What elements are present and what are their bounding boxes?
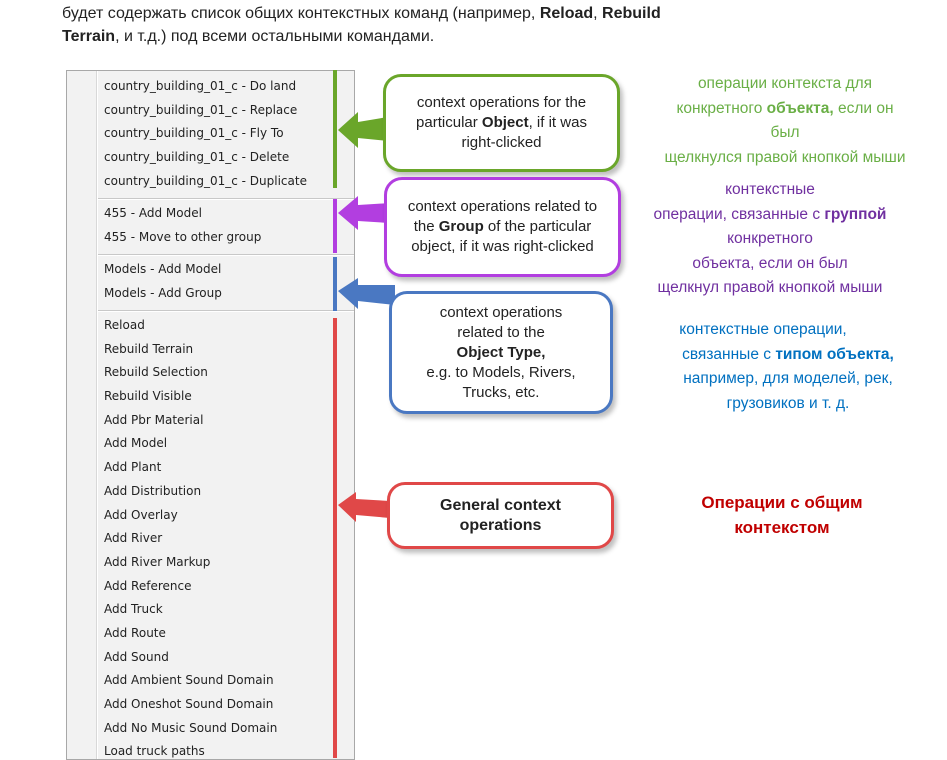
ru-general-l1: Операции с общим xyxy=(701,493,863,512)
menu-item-add-overlay[interactable]: Add Overlay xyxy=(104,508,178,522)
type-callout-bold: Object Type, xyxy=(456,343,546,361)
menu-item-rebuild-terrain[interactable]: Rebuild Terrain xyxy=(104,342,194,356)
ru-group-l1: контекстные xyxy=(725,181,815,198)
menu-item-object-delete[interactable]: country_building_01_c - Delete xyxy=(104,150,290,164)
intro-text: будет содержать список общих контекстных… xyxy=(62,5,540,22)
ru-general-l2: контекстом xyxy=(734,517,830,537)
menu-item-add-oneshot-sound-domain[interactable]: Add Oneshot Sound Domain xyxy=(104,697,274,711)
menu-item-type-add-group[interactable]: Models - Add Group xyxy=(104,286,222,300)
menu-item-reload[interactable]: Reload xyxy=(104,318,145,332)
ru-object-l2: конкретного объекта, если он xyxy=(635,97,935,122)
ru-object-l2-bold: объекта, xyxy=(766,99,834,117)
object-callout: context operations for the particular Ob… xyxy=(383,74,620,172)
menu-item-object-replace[interactable]: country_building_01_c - Replace xyxy=(104,103,298,117)
group-callout: context operations related to the Group … xyxy=(384,177,621,277)
ru-group-l4: объекта, если он был xyxy=(692,254,848,272)
menu-gutter-highlight xyxy=(97,71,98,759)
menu-item-add-plant[interactable]: Add Plant xyxy=(104,460,162,474)
menu-item-add-distribution[interactable]: Add Distribution xyxy=(104,484,202,498)
menu-item-add-sound[interactable]: Add Sound xyxy=(104,650,169,664)
type-callout-text: context operations related to the xyxy=(439,303,563,341)
menu-item-rebuild-visible[interactable]: Rebuild Visible xyxy=(104,389,192,403)
menu-item-add-river[interactable]: Add River xyxy=(104,531,163,545)
menu-item-object-fly-to[interactable]: country_building_01_c - Fly To xyxy=(104,126,284,140)
intro-paragraph: будет содержать список общих контекстных… xyxy=(62,2,922,48)
menu-item-object-do-land[interactable]: country_building_01_c - Do land xyxy=(104,79,297,93)
group-arrow-icon xyxy=(338,196,390,230)
type-callout-text-2: e.g. to Models, Rivers, Trucks, etc. xyxy=(426,363,576,401)
ru-object-l4: щелкнулся правой кнопкой мыши xyxy=(664,148,906,166)
type-arrow-icon xyxy=(338,278,395,309)
object-callout-text-2: , if it was right-clicked xyxy=(461,114,587,151)
menu-item-add-route[interactable]: Add Route xyxy=(104,626,166,640)
ru-type-l2-bold: типом объекта, xyxy=(775,345,894,363)
ru-group-l5: щелкнул правой кнопкой мыши xyxy=(657,279,883,296)
object-callout-text: context operations for the particular xyxy=(416,94,587,131)
intro-rebuild: Rebuild xyxy=(602,5,661,22)
menu-item-add-model[interactable]: Add Model xyxy=(104,436,168,450)
menu-item-group-move[interactable]: 455 - Move to other group xyxy=(104,230,262,244)
ru-object-l2-post: если он xyxy=(833,99,894,117)
menu-separator xyxy=(98,310,354,312)
group-callout-bold: Group xyxy=(438,218,484,235)
menu-item-add-ambient-sound-domain[interactable]: Add Ambient Sound Domain xyxy=(104,673,274,687)
group-callout-text: context operations related to the xyxy=(407,198,598,235)
intro-text-2: , и т.д.) под всеми остальными командами… xyxy=(115,28,435,45)
type-group-bar xyxy=(333,257,337,311)
menu-gutter xyxy=(96,71,97,759)
ru-object-l3: был xyxy=(770,124,800,141)
general-callout-bold: General context operations xyxy=(440,496,561,534)
ru-type-l4: грузовиков и т. д. xyxy=(726,394,850,412)
ru-type-l3: например, для моделей, рек, xyxy=(683,370,893,387)
menu-item-object-duplicate[interactable]: country_building_01_c - Duplicate xyxy=(104,174,307,188)
ru-type-note: контекстные операции, связанные с типом … xyxy=(638,318,938,416)
ru-object-l2-pre: конкретного xyxy=(676,99,767,117)
intro-terrain: Terrain xyxy=(62,28,116,45)
menu-item-rebuild-selection[interactable]: Rebuild Selection xyxy=(104,365,208,379)
object-callout-bold: Object xyxy=(481,114,529,131)
menu-item-group-add-model[interactable]: 455 - Add Model xyxy=(104,206,202,220)
type-callout: context operations related to the Object… xyxy=(389,291,613,414)
ru-general-note: Операции с общим контекстом xyxy=(632,491,932,540)
menu-item-type-add-model[interactable]: Models - Add Model xyxy=(104,262,222,276)
ru-group-l3: конкретного xyxy=(727,230,813,247)
menu-separator xyxy=(98,254,354,256)
ru-type-l2-pre: связанные с xyxy=(682,345,776,363)
menu-item-add-truck[interactable]: Add Truck xyxy=(104,602,163,616)
ru-type-l1: контекстные операции, xyxy=(679,321,847,338)
intro-reload: Reload xyxy=(539,5,594,22)
menu-item-add-reference[interactable]: Add Reference xyxy=(104,579,192,593)
ru-object-l1: операции контекста для xyxy=(697,75,873,92)
menu-separator xyxy=(98,198,354,200)
menu-item-add-pbr-material[interactable]: Add Pbr Material xyxy=(104,413,204,427)
object-arrow-icon xyxy=(338,112,388,148)
ru-group-note: контекстные операции, связанные с группо… xyxy=(620,178,920,301)
general-group-bar xyxy=(333,318,337,758)
menu-item-add-river-markup[interactable]: Add River Markup xyxy=(104,555,211,569)
ru-group-l2-pre: операции, связанные с xyxy=(653,205,825,223)
ru-type-l2: связанные с типом объекта, xyxy=(638,343,938,368)
object-group-bar xyxy=(333,70,337,188)
group-callout-text-2: of the particular object, if it was righ… xyxy=(411,218,594,255)
menu-item-add-no-music-sound-domain[interactable]: Add No Music Sound Domain xyxy=(104,721,278,735)
ru-group-l2: операции, связанные с группой xyxy=(620,203,920,228)
group-group-bar xyxy=(333,199,337,253)
intro-comma: , xyxy=(593,5,603,22)
ru-object-note: операции контекста для конкретного объек… xyxy=(635,72,935,170)
general-callout: General context operations xyxy=(387,482,614,549)
general-arrow-icon xyxy=(338,492,390,522)
ru-group-l2-bold: группой xyxy=(824,205,887,223)
